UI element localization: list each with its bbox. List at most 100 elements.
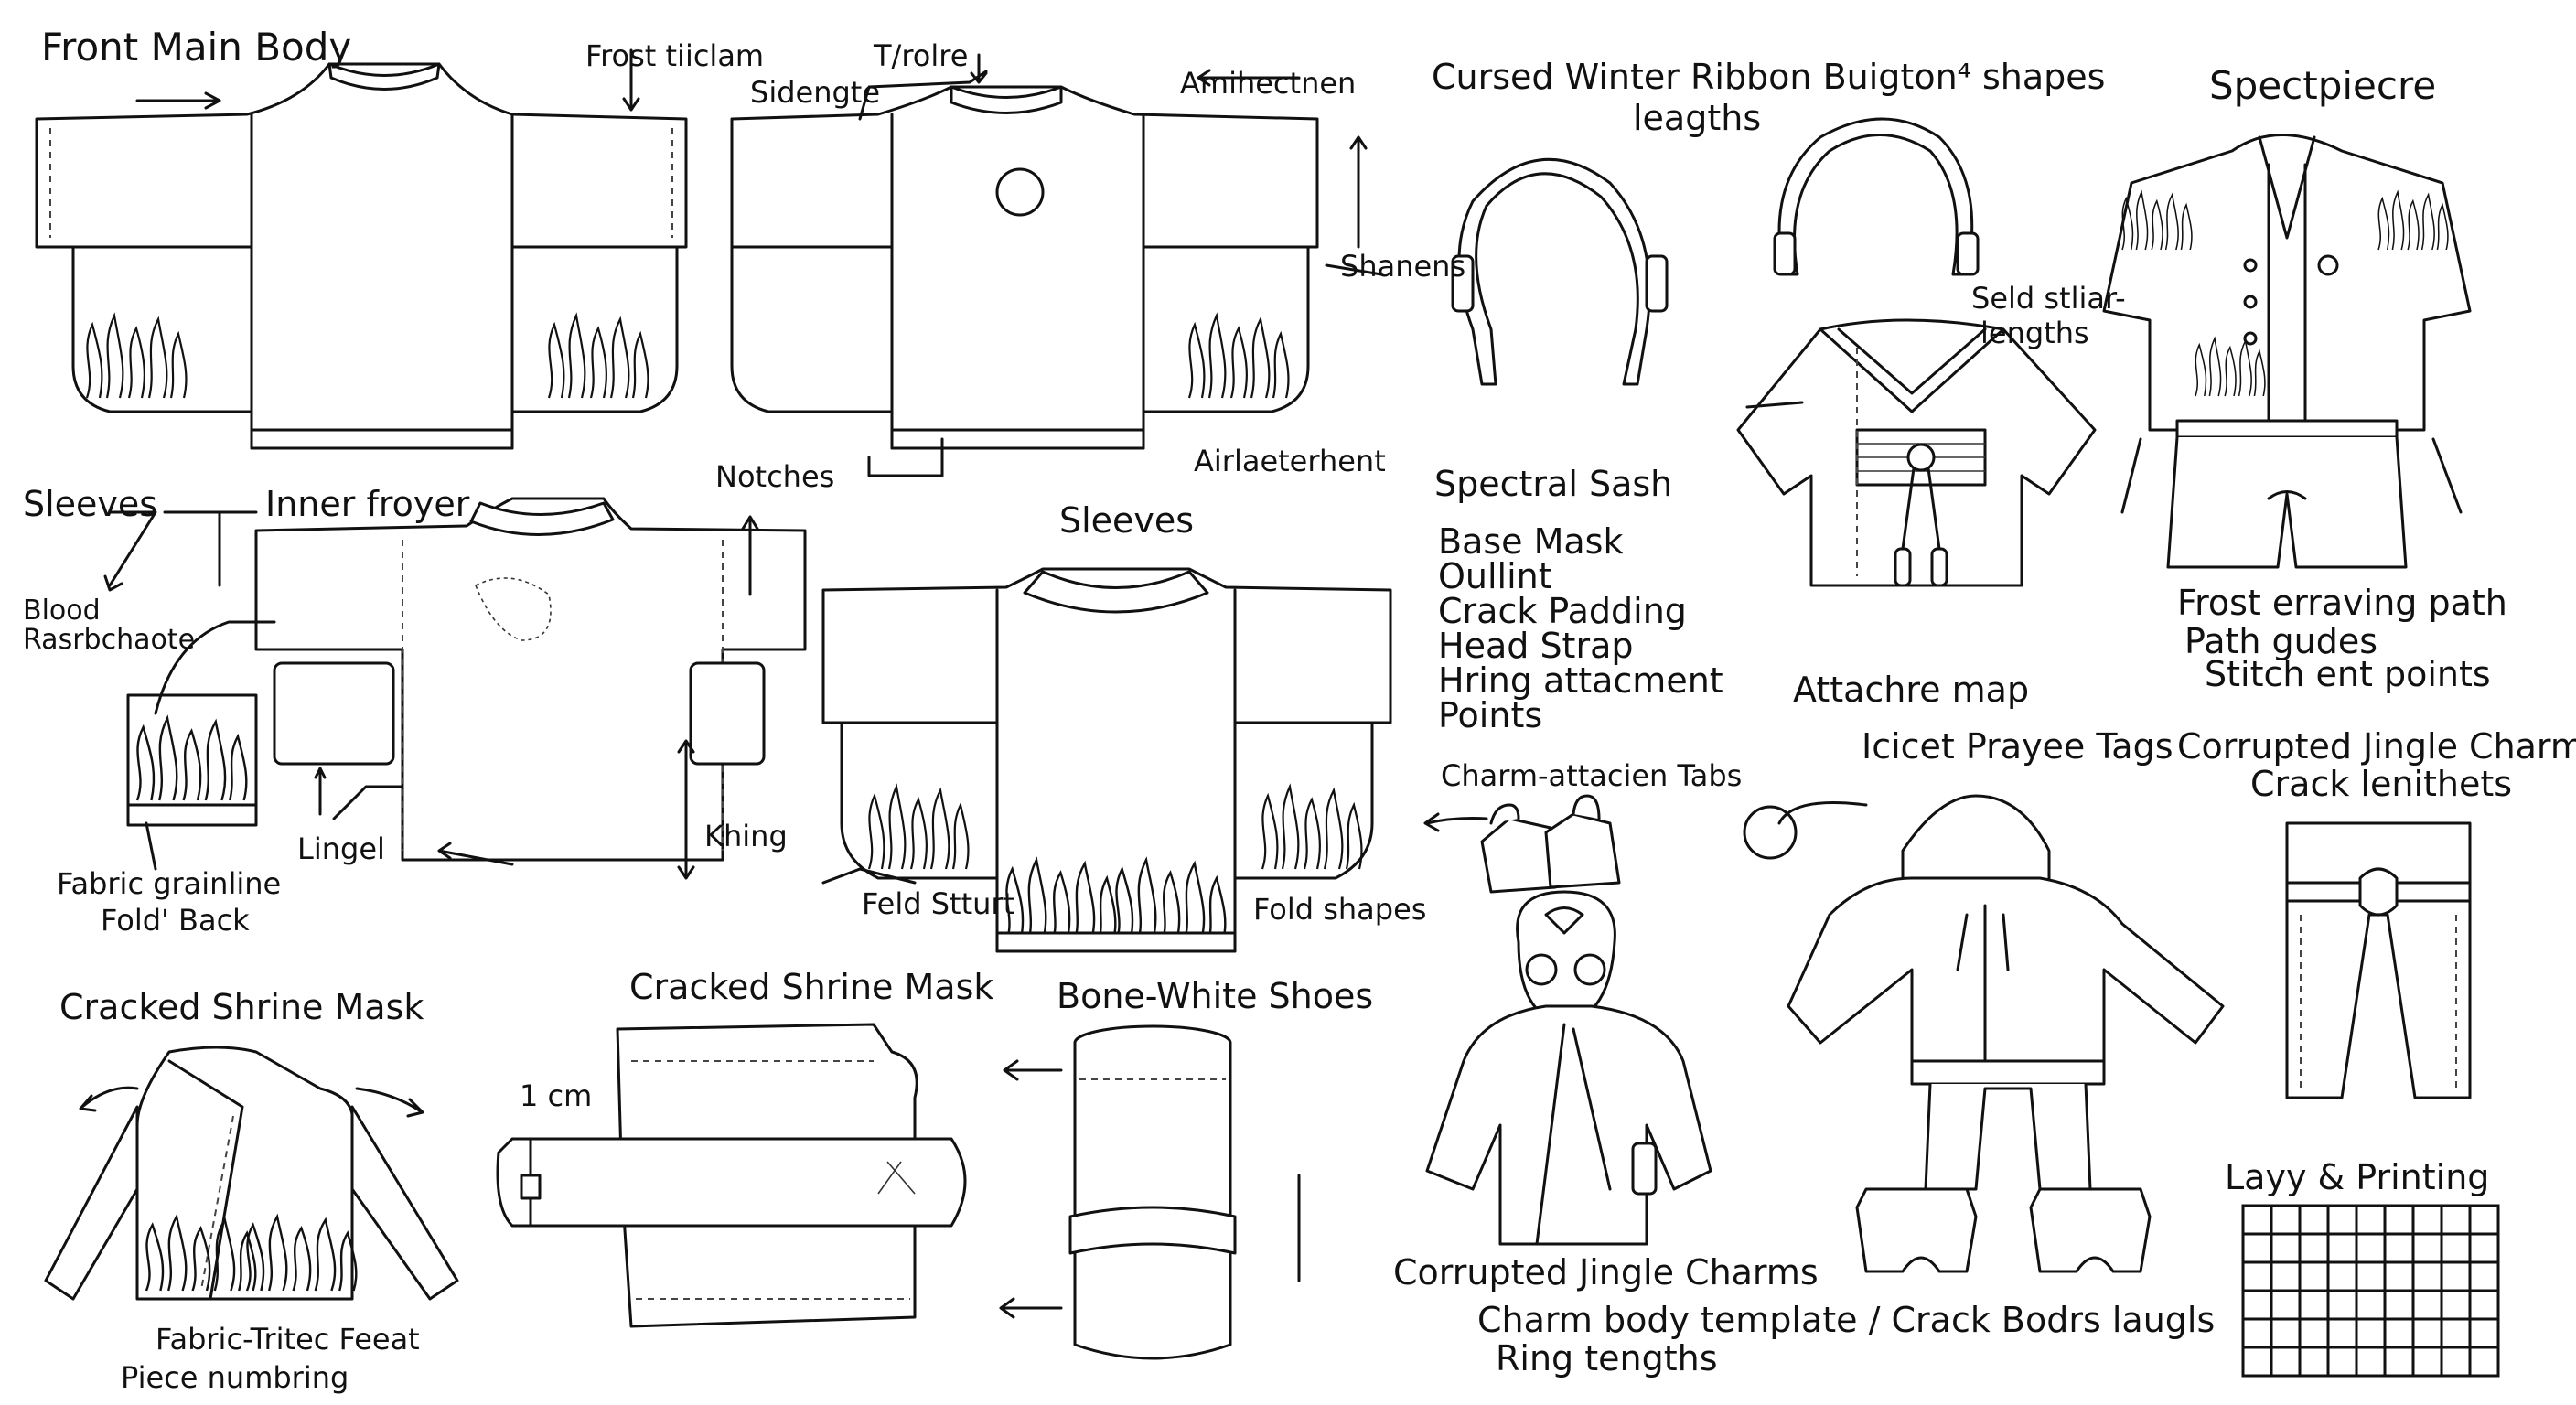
- grid-cell: [2241, 1317, 2273, 1349]
- grid-cell: [2326, 1204, 2358, 1236]
- grid-cell: [2440, 1204, 2472, 1236]
- grid-cell: [2440, 1289, 2472, 1321]
- callout-label: Fold' Back: [101, 903, 250, 938]
- grid-cell: [2270, 1317, 2302, 1349]
- grid-cell: [2411, 1317, 2443, 1349]
- callout-label: T/rolre: [874, 38, 969, 73]
- callout-label: Khing: [704, 819, 788, 853]
- grid-cell: [2383, 1232, 2415, 1264]
- grid-cell: [2298, 1232, 2330, 1264]
- callout-label: Lingel: [297, 831, 385, 866]
- ribbon-headbands: [1451, 117, 1980, 386]
- callout-label: Amihectnen: [1180, 66, 1357, 101]
- grid-cell: [2383, 1289, 2415, 1321]
- callout-label: 1 cm: [520, 1078, 593, 1113]
- grid-cell: [2326, 1346, 2358, 1378]
- layout-printing-grid: [2241, 1204, 2500, 1378]
- grid-cell: [2241, 1346, 2273, 1378]
- section-subtitle-jingle-charms-right: Crack lenithets: [2250, 764, 2513, 804]
- grid-cell: [2383, 1317, 2415, 1349]
- grid-cell: [2298, 1346, 2330, 1378]
- callout-label: Ring tengths: [1496, 1338, 1718, 1378]
- spectral-sash-kimono: [1736, 318, 2097, 587]
- grid-cell: [2355, 1260, 2387, 1292]
- section-title-sleeves-left: Sleeves: [23, 484, 158, 524]
- callout-label: Airlaeterhent: [1194, 444, 1386, 478]
- grid-cell: [2468, 1317, 2500, 1349]
- cracked-shrine-mask-jacket: [44, 1046, 459, 1301]
- section-title-ribbon: Cursed Winter Ribbon Buigton⁴ shapes: [1432, 57, 2106, 97]
- grid-cell: [2468, 1232, 2500, 1264]
- grid-cell: [2355, 1204, 2387, 1236]
- list-item: Oullint: [1438, 556, 1552, 596]
- grid-cell: [2440, 1260, 2472, 1292]
- grid-cell: [2411, 1346, 2443, 1378]
- section-title-spectral-sash: Spectral Sash: [1434, 464, 1673, 504]
- section-title-attach-map: Attachre map: [1793, 670, 2030, 710]
- grid-cell: [2270, 1346, 2302, 1378]
- grid-cell: [2440, 1232, 2472, 1264]
- jingle-charms-pants: [2285, 821, 2472, 1099]
- grid-cell: [2440, 1346, 2472, 1378]
- callout-label: Path gudes: [2184, 621, 2378, 661]
- grid-cell: [2241, 1204, 2273, 1236]
- list-item: Base Mask: [1438, 521, 1624, 562]
- callout-label: Fabric grainline: [57, 866, 282, 901]
- sleeves-flame-shirt: [821, 567, 1392, 953]
- callout-label: Seld stliar-: [1971, 281, 2126, 316]
- section-title-layout-printing: Layy & Printing: [2225, 1157, 2490, 1197]
- grid-cell: [2468, 1346, 2500, 1378]
- callout-label: Shanens: [1340, 249, 1466, 284]
- charm-attachment-tabs: [1423, 794, 1868, 894]
- section-title-shoes: Bone-White Shoes: [1057, 976, 1374, 1016]
- section-subtitle-ribbon: leagths: [1633, 98, 1762, 138]
- callout-label: Frost erraving path: [2177, 583, 2507, 623]
- grid-cell: [2411, 1260, 2443, 1292]
- grid-cell: [2383, 1204, 2415, 1236]
- section-title-jingle-charms-right: Corrupted Jingle Charms: [2177, 726, 2576, 767]
- grid-cell: [2411, 1232, 2443, 1264]
- grid-cell: [2440, 1317, 2472, 1349]
- prayer-tags-hoodie-figure: [1787, 794, 2225, 1273]
- callout-label: Charm body template / Crack Bodrs laugls: [1477, 1300, 2216, 1340]
- grid-cell: [2326, 1317, 2358, 1349]
- grid-cell: [2326, 1232, 2358, 1264]
- grid-cell: [2298, 1289, 2330, 1321]
- grid-cell: [2270, 1289, 2302, 1321]
- section-title-cracked-mask-center: Cracked Shrine Mask: [629, 967, 994, 1007]
- list-item: Crack Padding: [1438, 591, 1687, 631]
- grid-cell: [2468, 1260, 2500, 1292]
- callout-label: Frost tiiclam: [585, 38, 765, 73]
- front-main-body-shirt: [35, 48, 688, 450]
- grid-cell: [2383, 1346, 2415, 1378]
- grid-cell: [2326, 1260, 2358, 1292]
- grid-cell: [2270, 1232, 2302, 1264]
- list-item: Hring attacment: [1438, 660, 1723, 701]
- grid-cell: [2468, 1289, 2500, 1321]
- callout-label: Charm-attacien Tabs: [1441, 758, 1743, 793]
- spectral-sash-item-list: Base Mask Oullint Crack Padding Head Str…: [1438, 524, 1723, 733]
- grid-cell: [2241, 1232, 2273, 1264]
- section-title-front-main-body: Front Main Body: [41, 25, 352, 70]
- section-title-jingle-charms-bottom: Corrupted Jingle Charms: [1393, 1252, 1819, 1292]
- grid-cell: [2298, 1260, 2330, 1292]
- grid-cell: [2241, 1289, 2273, 1321]
- callout-label: Blood Rasrbchaote: [23, 595, 196, 656]
- grid-cell: [2270, 1260, 2302, 1292]
- callout-label: Inner froyer: [265, 484, 470, 524]
- callout-label: Fold shapes: [1253, 892, 1427, 927]
- list-item: Head Strap: [1438, 626, 1634, 666]
- section-title-prayer-tags: Icicet Prayee Tags: [1862, 726, 2174, 767]
- back-main-body-shirt: [730, 53, 1383, 477]
- grid-cell: [2326, 1289, 2358, 1321]
- spectpiecre-jacket: [2102, 134, 2472, 569]
- cracked-shrine-mask-pattern: [496, 1023, 967, 1328]
- sleeves-inner-layer-shirt: [103, 497, 807, 880]
- list-item: Points: [1438, 695, 1543, 735]
- grid-cell: [2298, 1317, 2330, 1349]
- grid-cell: [2468, 1204, 2500, 1236]
- grid-cell: [2270, 1204, 2302, 1236]
- section-title-sleeves-center: Sleeves: [1059, 500, 1195, 541]
- hooded-mask-figure: [1425, 890, 1712, 1246]
- section-title-cracked-mask-left: Cracked Shrine Mask: [59, 987, 424, 1027]
